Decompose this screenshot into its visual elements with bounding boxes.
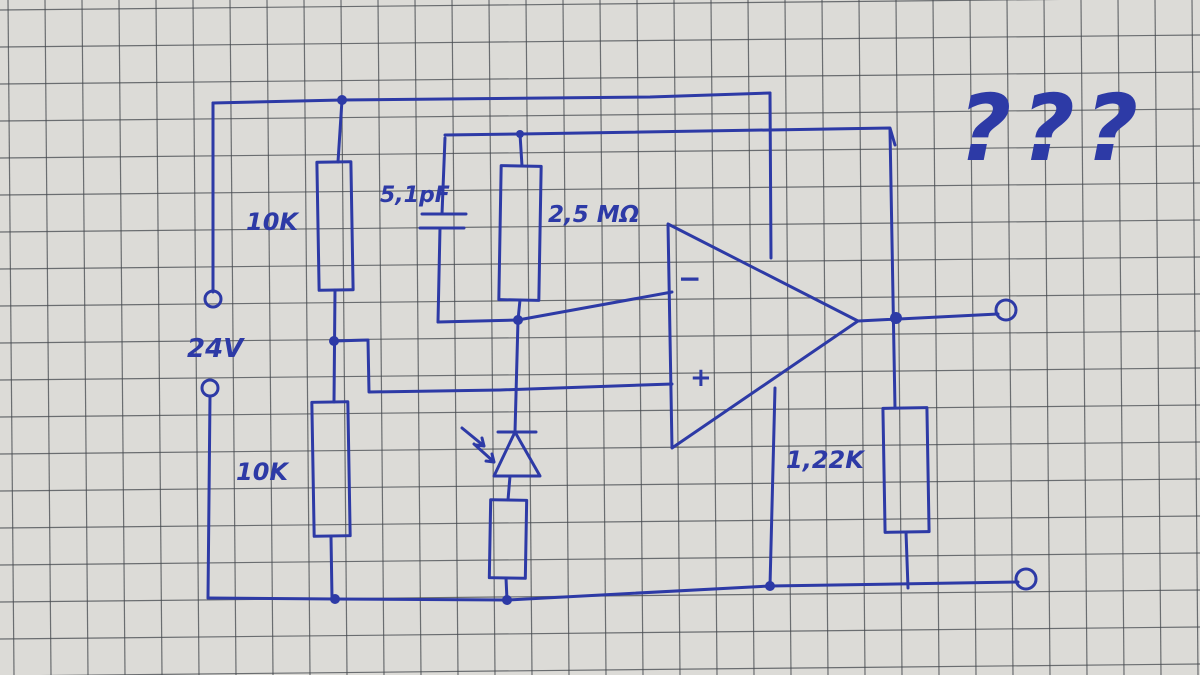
wire-feedback-top bbox=[443, 126, 897, 147]
grid-line-horizontal bbox=[0, 330, 1200, 344]
grid-line-vertical bbox=[784, 0, 792, 675]
grid-line-vertical bbox=[969, 0, 977, 675]
label-capacitor: 5,1pF bbox=[380, 183, 450, 208]
grid-line-horizontal bbox=[0, 256, 1200, 270]
grid-line-horizontal bbox=[0, 552, 1200, 566]
photodiode-icon bbox=[460, 426, 542, 478]
grid-line-vertical bbox=[747, 0, 755, 675]
grid-line-horizontal bbox=[39, 663, 1200, 675]
op-amp-plus-label: + bbox=[690, 363, 712, 393]
grid-line-horizontal bbox=[0, 515, 1200, 529]
wire-feedback-cap-left bbox=[436, 136, 447, 324]
grid-line-horizontal bbox=[0, 626, 1200, 640]
grid-line-vertical bbox=[932, 0, 940, 675]
resistor-output bbox=[881, 406, 931, 534]
wire-output bbox=[856, 312, 1000, 323]
resistor-top bbox=[315, 160, 355, 292]
supply-terminal-bottom bbox=[200, 378, 220, 398]
grid-line-vertical bbox=[7, 0, 15, 675]
label-resistor-output: 1,22K bbox=[786, 446, 866, 474]
output-terminal bbox=[994, 298, 1018, 322]
grid-line-horizontal bbox=[0, 71, 1200, 85]
question-marks: ??? bbox=[958, 75, 1148, 182]
grid-line-vertical bbox=[636, 0, 644, 675]
grid-line-vertical bbox=[1080, 0, 1088, 675]
label-resistor-bottom: 10K bbox=[236, 458, 290, 486]
resistor-feedback bbox=[497, 164, 543, 302]
wire-divider-column bbox=[329, 98, 344, 600]
resistor-photodiode bbox=[487, 498, 529, 580]
grid-line-horizontal bbox=[0, 478, 1200, 492]
grid-line-vertical bbox=[1006, 0, 1014, 675]
grid-line-horizontal bbox=[0, 34, 1200, 48]
wire-output-column bbox=[888, 128, 910, 590]
grid-line-horizontal bbox=[0, 367, 1200, 381]
label-supply-voltage: 24V bbox=[187, 334, 245, 364]
grid-line-horizontal bbox=[0, 404, 1200, 418]
grid-line-vertical bbox=[451, 0, 459, 675]
grid-line-horizontal bbox=[0, 145, 1200, 159]
grid-line-horizontal bbox=[0, 0, 1061, 11]
grid-line-vertical bbox=[1191, 0, 1199, 675]
grid-line-vertical bbox=[1117, 0, 1125, 675]
circuit-drawing: − + 10K 10K 2,5 MΩ 5,1pF 1,22K 24V ??? bbox=[187, 75, 1148, 605]
grid-line-horizontal bbox=[0, 441, 1200, 455]
grid-line-vertical bbox=[673, 0, 681, 675]
label-resistor-feedback: 2,5 MΩ bbox=[548, 202, 639, 228]
wire-noninverting-input bbox=[332, 338, 674, 394]
grid-line-vertical bbox=[414, 0, 422, 675]
grid-line-vertical bbox=[155, 0, 163, 675]
wire-op-supply bbox=[768, 91, 773, 260]
grid-line-horizontal bbox=[0, 182, 1200, 196]
grid-line-horizontal bbox=[0, 293, 1200, 307]
grid-line-vertical bbox=[710, 0, 718, 675]
grid-line-vertical bbox=[377, 0, 385, 675]
resistor-bottom bbox=[310, 400, 352, 538]
grid-line-vertical bbox=[1043, 0, 1051, 675]
grid-line-vertical bbox=[1154, 0, 1162, 675]
supply-terminal-top bbox=[203, 289, 223, 309]
grid-line-vertical bbox=[44, 0, 52, 675]
wire-left-lower bbox=[206, 394, 212, 600]
op-amp-triangle bbox=[666, 222, 860, 450]
junction-dots bbox=[329, 95, 902, 605]
grid-line-horizontal bbox=[0, 108, 1200, 122]
grid-line-vertical bbox=[81, 0, 89, 675]
capacitor-plates bbox=[418, 212, 468, 230]
label-resistor-top: 10K bbox=[246, 208, 300, 236]
wire-op-ground bbox=[768, 386, 777, 588]
op-amp-minus-label: − bbox=[678, 262, 701, 295]
ground-terminal bbox=[1014, 567, 1038, 591]
grid-line-vertical bbox=[118, 0, 126, 675]
grid-line-horizontal bbox=[0, 219, 1200, 233]
wire-top-rail bbox=[211, 91, 772, 105]
